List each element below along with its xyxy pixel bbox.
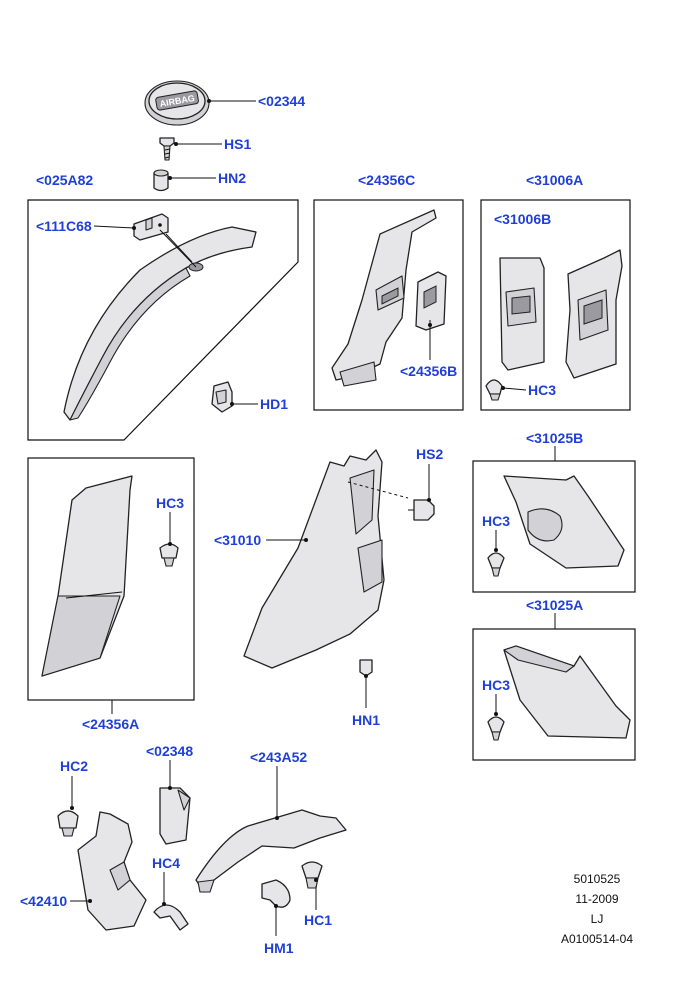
frame-31025B <box>472 460 636 593</box>
clip-hc3-31006[interactable] <box>485 379 503 401</box>
nut-hn1[interactable] <box>359 659 373 677</box>
callout-02348[interactable]: <02348 <box>146 743 193 759</box>
callout-hc3-31025A[interactable]: HC3 <box>482 677 510 693</box>
clip-hc4[interactable] <box>153 904 189 931</box>
callout-31006B[interactable]: <31006B <box>494 211 551 227</box>
trim-31025B[interactable] <box>503 475 625 569</box>
frame-24356A <box>27 457 195 701</box>
clip-hc2[interactable] <box>57 810 79 837</box>
callout-hc1[interactable]: HC1 <box>304 912 332 928</box>
clip-111C68[interactable] <box>133 213 169 241</box>
pillar-trim-24356A[interactable] <box>41 475 133 677</box>
callout-hd1[interactable]: HD1 <box>260 396 288 412</box>
ref-illustration-id: A0100514-04 <box>561 932 633 946</box>
leader-lines <box>70 99 556 936</box>
a-pillar-trim-025A82[interactable] <box>63 226 257 421</box>
callout-hc4[interactable]: HC4 <box>152 855 180 871</box>
callout-hs1[interactable]: HS1 <box>224 136 251 152</box>
clip-hc3-24356A[interactable] <box>159 543 179 567</box>
trim-31025A[interactable] <box>503 645 631 739</box>
callout-hn1[interactable]: HN1 <box>352 712 380 728</box>
callout-24356C[interactable]: <24356C <box>358 172 415 188</box>
b-pillar-upper-24356C[interactable] <box>331 209 437 387</box>
clip-hm1[interactable] <box>261 879 291 908</box>
callout-111C68[interactable]: <111C68 <box>36 218 92 234</box>
callout-24356B[interactable]: <24356B <box>400 363 457 379</box>
frame-31006A <box>480 199 631 411</box>
nut-hn2[interactable] <box>153 169 169 192</box>
callout-hs2[interactable]: HS2 <box>416 446 443 462</box>
b-pillar-trim-31006A[interactable] <box>565 249 623 379</box>
frame-025A82 <box>27 199 299 441</box>
callout-hm1[interactable]: HM1 <box>264 940 294 956</box>
ref-model: LJ <box>591 912 604 926</box>
callout-31010[interactable]: <31010 <box>214 532 261 548</box>
clip-hc3-31025A[interactable] <box>487 716 505 741</box>
clip-hc1[interactable] <box>301 861 323 889</box>
b-pillar-trim-31006B[interactable] <box>499 257 545 371</box>
callout-42410[interactable]: <42410 <box>20 893 67 909</box>
screw-hs1[interactable] <box>159 137 175 161</box>
frame-24356C <box>313 199 464 411</box>
callout-hc3-24356A[interactable]: HC3 <box>156 495 184 511</box>
callout-31006A[interactable]: <31006A <box>526 172 583 188</box>
callout-hn2[interactable]: HN2 <box>218 170 246 186</box>
airbag-badge[interactable]: AIRBAG <box>144 80 210 126</box>
callout-025A82[interactable]: <025A82 <box>36 172 93 188</box>
callout-02344[interactable]: <02344 <box>258 93 305 109</box>
callout-24356A[interactable]: <24356A <box>82 716 139 732</box>
callout-hc2[interactable]: HC2 <box>60 758 88 774</box>
ref-number: 5010525 <box>574 872 621 886</box>
sill-trim-243A52[interactable] <box>195 809 347 893</box>
clip-hc3-31025B[interactable] <box>487 552 505 577</box>
trim-insert-24356B[interactable] <box>415 271 447 331</box>
frame-31025A <box>472 628 636 761</box>
b-pillar-lower-31010[interactable] <box>243 449 385 669</box>
trim-42410[interactable] <box>77 811 147 931</box>
callout-hc3-31025B[interactable]: HC3 <box>482 513 510 529</box>
clip-hd1[interactable] <box>211 381 233 413</box>
callout-hc3-31006[interactable]: HC3 <box>528 382 556 398</box>
trim-02348[interactable] <box>159 787 191 845</box>
callout-31025B[interactable]: <31025B <box>526 430 583 446</box>
callout-31025A[interactable]: <31025A <box>526 597 583 613</box>
callout-243A52[interactable]: <243A52 <box>250 749 307 765</box>
ref-date: 11-2009 <box>575 892 618 906</box>
screw-hs2[interactable] <box>408 499 435 521</box>
